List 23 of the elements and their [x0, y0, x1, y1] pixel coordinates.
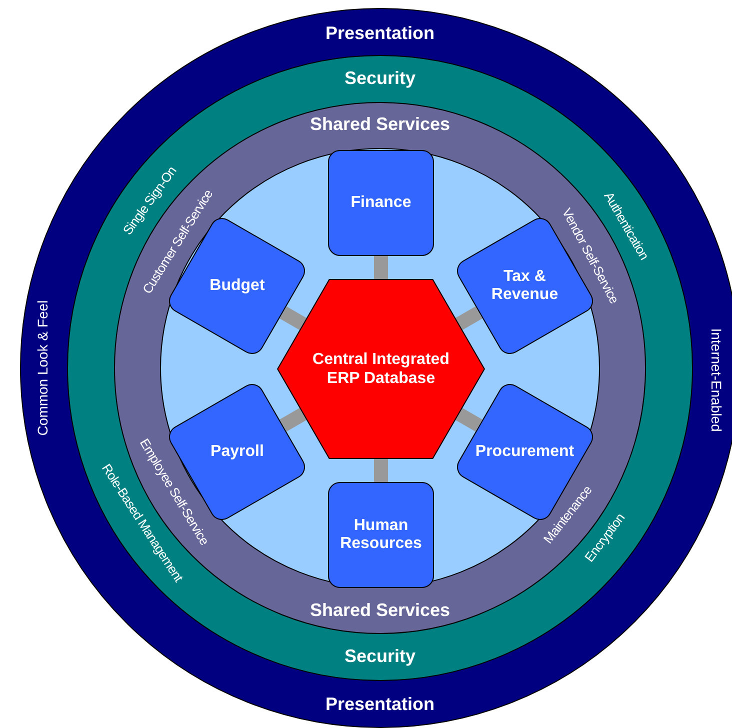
module-label: Finance	[350, 194, 412, 212]
ring-label: Internet-Enabled	[708, 328, 724, 432]
module-label: Budget	[210, 276, 265, 296]
connector-bar	[455, 408, 482, 432]
connector-bar	[455, 306, 482, 330]
connector-bar	[280, 408, 307, 432]
ring-title: Security	[344, 647, 416, 667]
ring-title: Security	[344, 69, 416, 89]
module-label: Procurement	[475, 442, 574, 462]
connector-bar	[374, 256, 388, 279]
module-label: Tax & Revenue	[490, 268, 560, 304]
ring-title: Presentation	[325, 695, 435, 715]
module-box	[328, 150, 434, 256]
module-label: Payroll	[210, 442, 264, 462]
ring-title: Presentation	[325, 24, 435, 44]
connector-bar	[374, 459, 388, 482]
module-label: Human Resources	[339, 516, 423, 554]
module-box	[328, 482, 434, 588]
hexagon-label: Central Integrated ERP Database	[312, 350, 450, 388]
ring-label: Common Look & Feel	[35, 300, 51, 436]
ring-title: Shared Services	[310, 601, 450, 621]
ring-title: Shared Services	[310, 115, 450, 135]
connector-bar	[280, 306, 307, 330]
